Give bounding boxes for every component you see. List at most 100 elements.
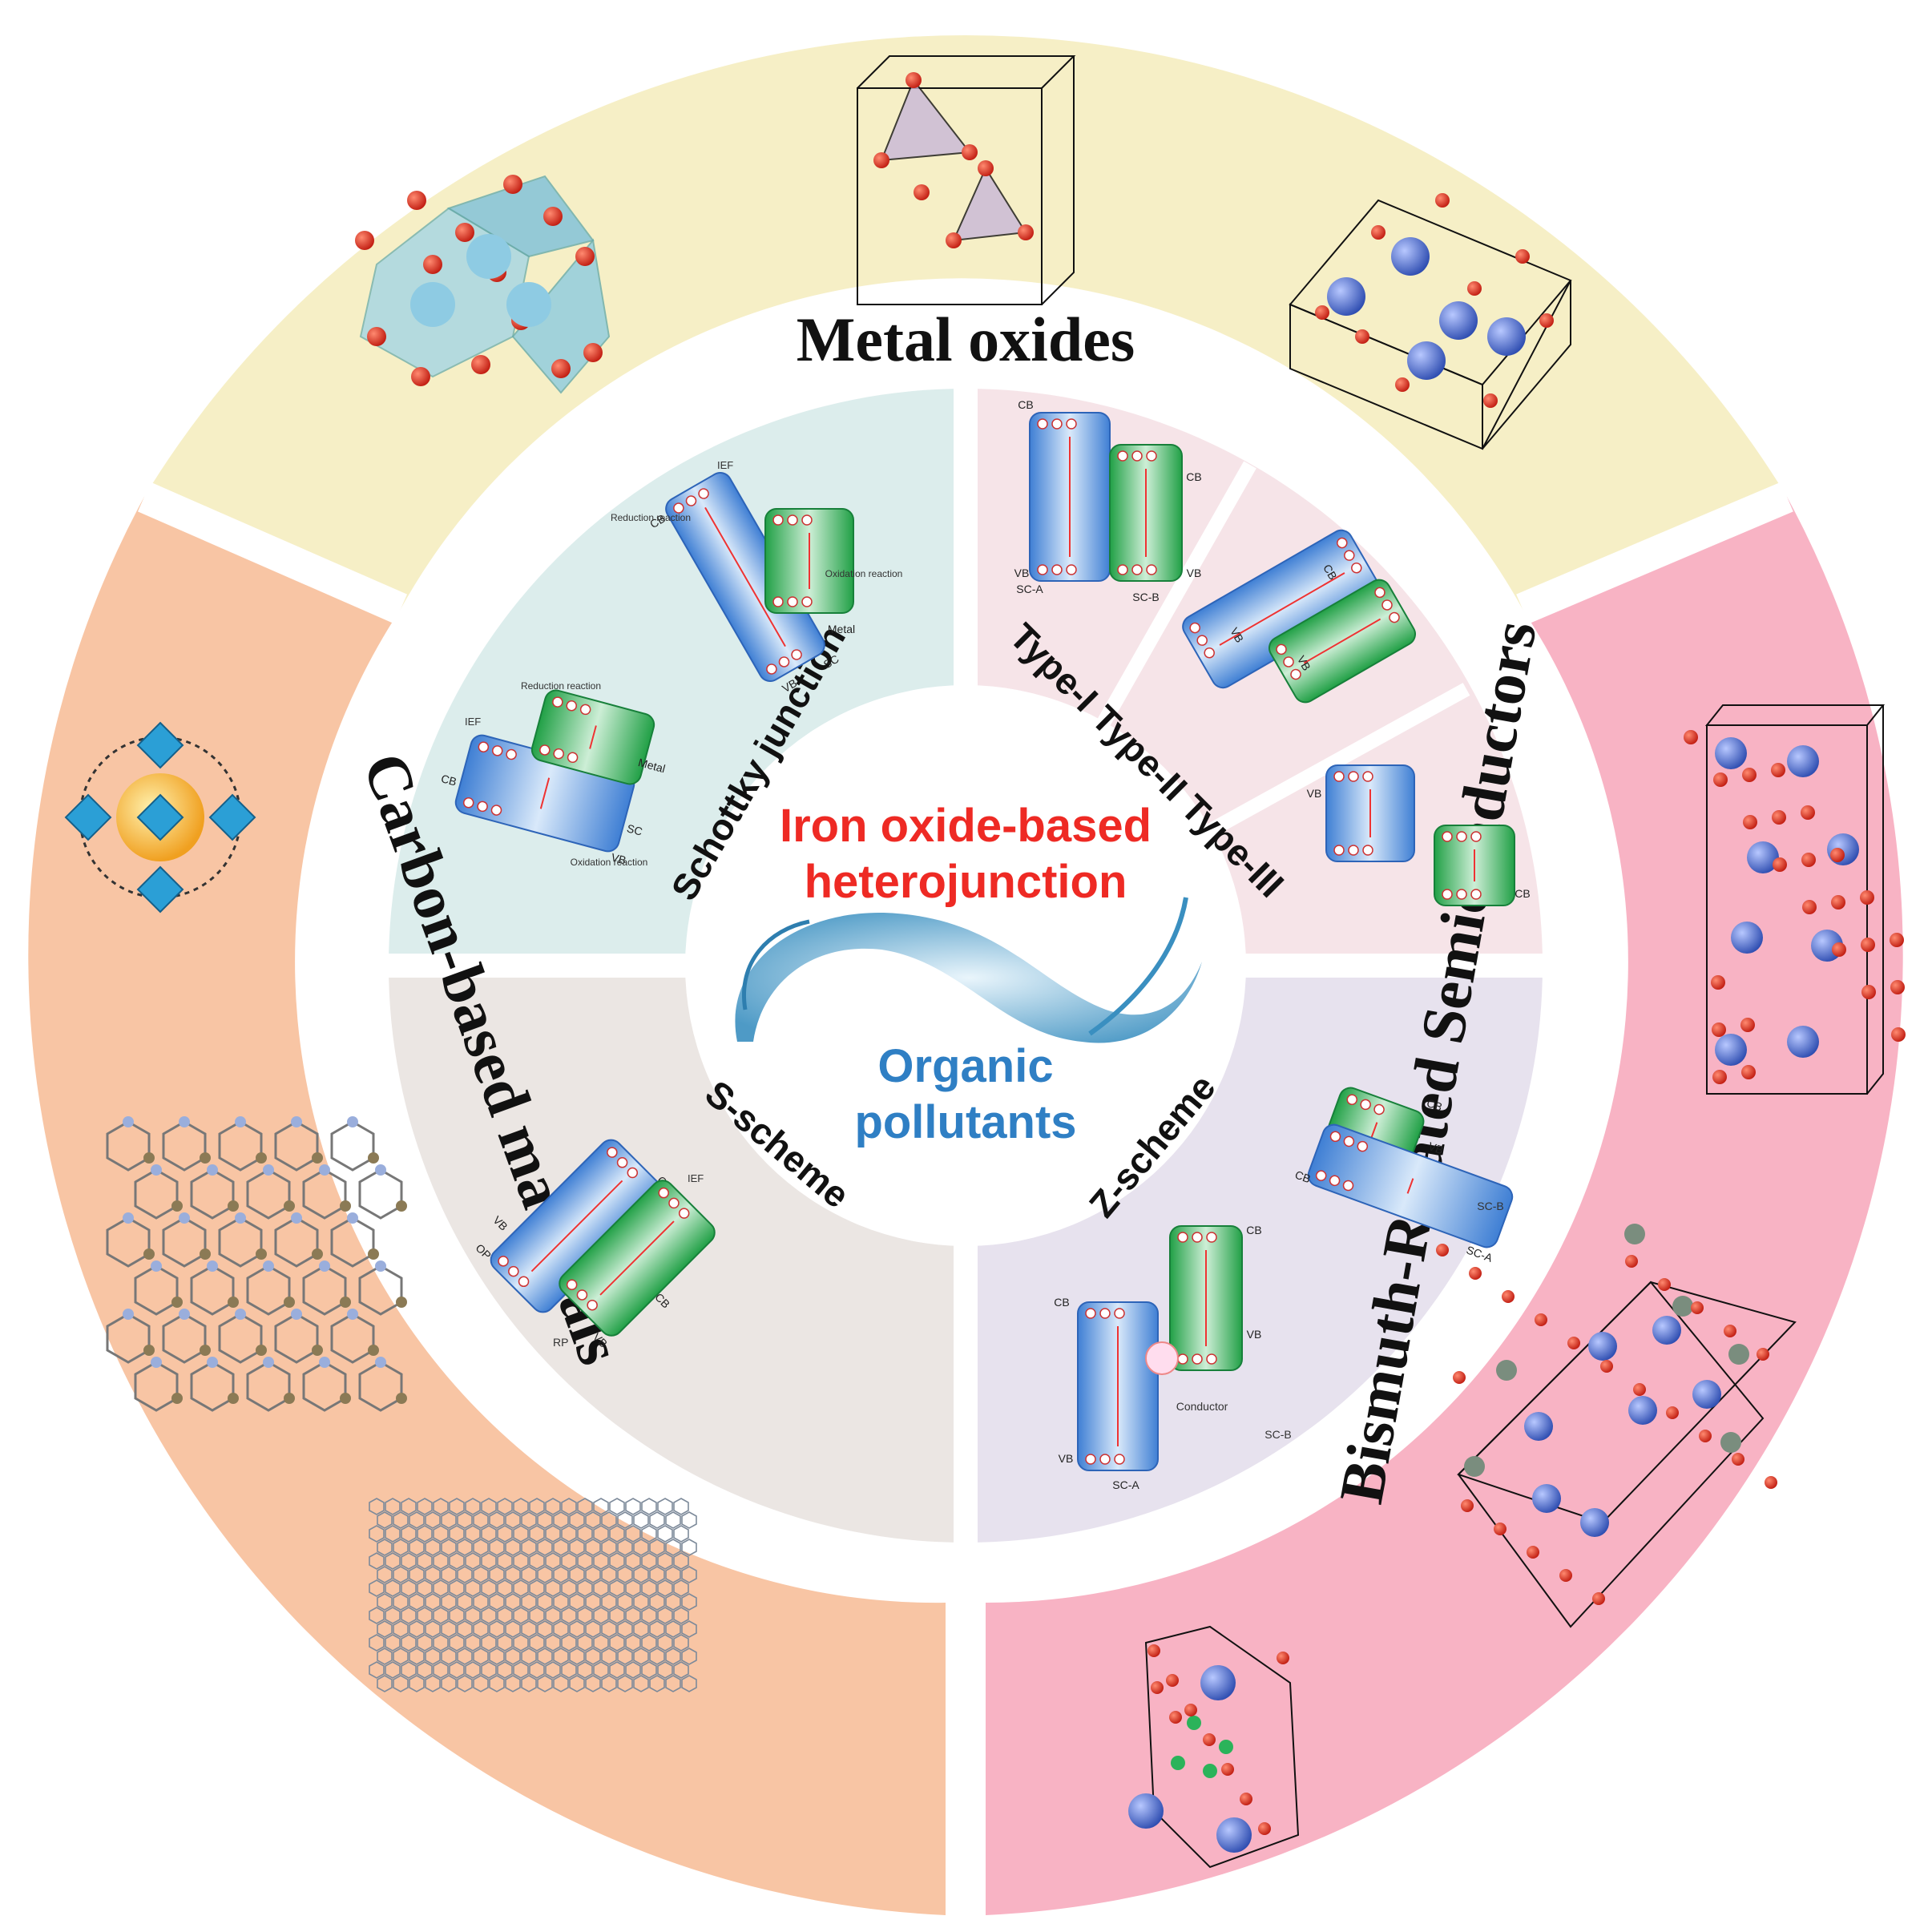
hex xyxy=(617,1593,633,1611)
hole-dot xyxy=(566,1279,578,1290)
hex xyxy=(585,1593,601,1611)
carbon-atom xyxy=(256,1345,267,1356)
hex xyxy=(649,1539,665,1556)
hex xyxy=(409,1511,425,1529)
hex xyxy=(545,1552,561,1570)
hex xyxy=(377,1648,393,1665)
hole-dot xyxy=(801,596,813,607)
hole-dot xyxy=(1117,564,1128,575)
carbon-atom xyxy=(256,1248,267,1260)
hex xyxy=(489,1566,505,1583)
hex xyxy=(465,1661,481,1679)
oxygen-atom xyxy=(455,223,474,242)
hex xyxy=(393,1539,409,1556)
hex xyxy=(401,1661,417,1679)
ring xyxy=(162,1216,207,1268)
hole-dot xyxy=(1470,889,1482,900)
electron-dot xyxy=(607,1147,618,1158)
electron-dot xyxy=(772,514,784,526)
carbon-atom xyxy=(228,1393,239,1404)
metal-atom xyxy=(1720,1432,1741,1453)
oxygen-atom xyxy=(1712,1022,1726,1037)
hex xyxy=(457,1675,473,1692)
oxygen-atom xyxy=(1633,1383,1646,1396)
electron-dot xyxy=(1344,550,1355,561)
electron-dot xyxy=(673,502,684,514)
hex xyxy=(537,1675,553,1692)
hex xyxy=(417,1634,433,1652)
bismuth-atom xyxy=(1200,1665,1236,1700)
hex xyxy=(393,1648,409,1665)
hex xyxy=(489,1675,505,1692)
metal-atom xyxy=(1407,341,1446,380)
oxygen-atom xyxy=(575,247,595,266)
oxidation-reaction-label: Oxidation reaction xyxy=(825,568,903,579)
electron-dot xyxy=(1456,831,1467,842)
hex xyxy=(433,1525,449,1543)
nitrogen-atom xyxy=(179,1212,190,1224)
oxygen-atom xyxy=(962,144,978,160)
label-cb: CB xyxy=(1515,887,1530,900)
hex xyxy=(505,1593,521,1611)
oxygen-atom xyxy=(1802,900,1817,914)
excitation-arrow xyxy=(704,506,786,647)
hex xyxy=(673,1607,689,1624)
center-subtitle-line2: pollutants xyxy=(854,1096,1076,1148)
nitrogen-atom xyxy=(263,1260,274,1272)
label-metal: Metal xyxy=(828,623,855,635)
hex xyxy=(585,1566,601,1583)
hex xyxy=(553,1511,569,1529)
label-sc: SC xyxy=(626,821,644,837)
ring xyxy=(218,1120,263,1172)
hex xyxy=(617,1511,633,1529)
hex xyxy=(681,1511,697,1529)
hole-dot xyxy=(1114,1454,1125,1465)
hex xyxy=(577,1579,593,1597)
hex xyxy=(513,1525,529,1543)
hex xyxy=(385,1552,401,1570)
bismuth-atom xyxy=(1588,1332,1617,1361)
hex xyxy=(633,1539,649,1556)
hex xyxy=(457,1620,473,1638)
hex xyxy=(409,1566,425,1583)
hex xyxy=(633,1566,649,1583)
hex xyxy=(545,1607,561,1624)
hex xyxy=(625,1607,641,1624)
hex xyxy=(665,1539,681,1556)
carbon-atom xyxy=(200,1152,211,1164)
ief-label: IEF xyxy=(465,716,481,728)
label-vb: VB xyxy=(1014,567,1030,579)
oxygen-atom xyxy=(1184,1704,1197,1716)
electron-dot xyxy=(616,1157,628,1168)
oxygen-atom xyxy=(503,175,522,194)
excitation-arrow xyxy=(1406,1178,1414,1194)
electron-dot xyxy=(1146,450,1157,462)
ring xyxy=(274,1216,319,1268)
hex xyxy=(497,1498,513,1515)
hex xyxy=(449,1661,465,1679)
metal-atom xyxy=(1203,1764,1217,1778)
hex xyxy=(673,1661,689,1679)
hex xyxy=(657,1607,673,1624)
hex xyxy=(513,1552,529,1570)
type3-sca-block: VB xyxy=(1307,764,1415,862)
electron-dot xyxy=(1206,1232,1217,1243)
hole-dot xyxy=(1206,1353,1217,1365)
ring xyxy=(358,1361,403,1412)
hex xyxy=(601,1539,617,1556)
electron-dot xyxy=(1037,418,1048,430)
hex xyxy=(553,1539,569,1556)
ring xyxy=(246,1361,291,1412)
carbon-atom xyxy=(396,1297,407,1308)
nitrogen-atom xyxy=(151,1357,162,1368)
electron-dot xyxy=(1360,1099,1371,1111)
hex xyxy=(529,1579,545,1597)
hex xyxy=(529,1498,545,1515)
electron-dot xyxy=(566,700,578,712)
hex xyxy=(521,1566,537,1583)
hex xyxy=(529,1525,545,1543)
hex xyxy=(473,1593,489,1611)
hex xyxy=(681,1620,697,1638)
hex xyxy=(657,1498,673,1515)
